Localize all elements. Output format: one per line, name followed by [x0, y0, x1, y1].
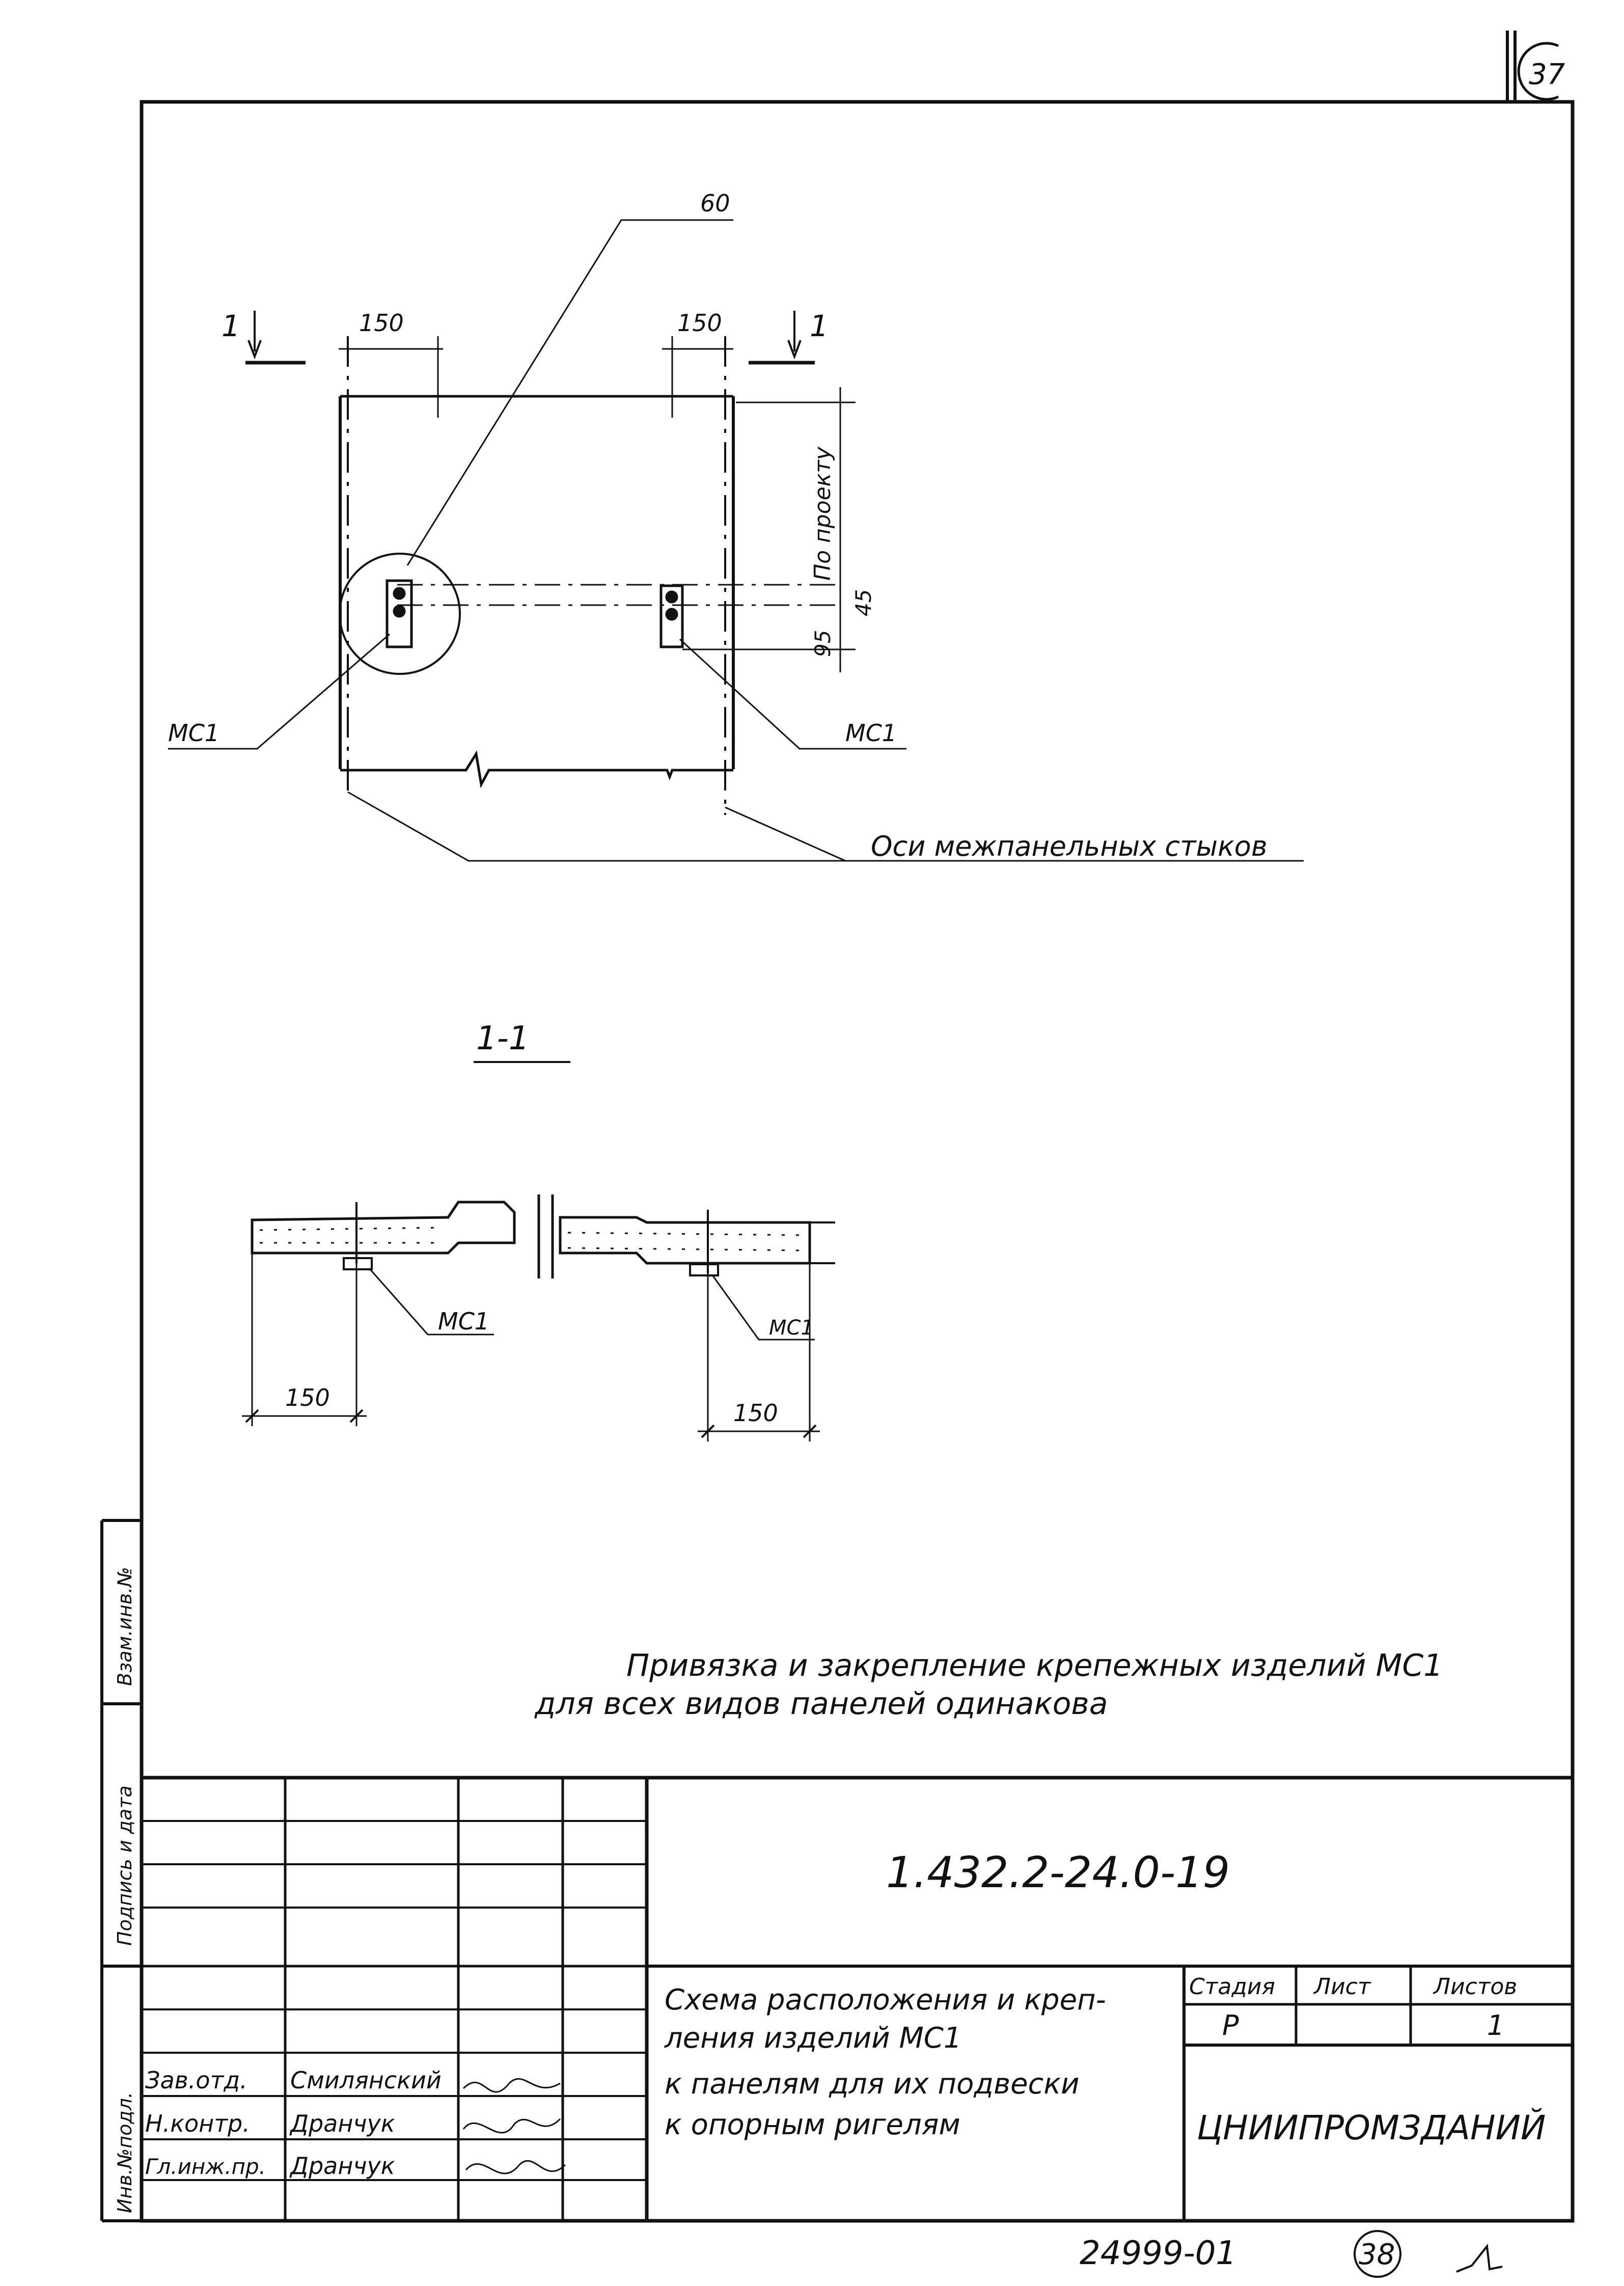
section-label-mc1-right: МС1 [769, 1316, 814, 1340]
plan-section-mark-left: 1 [222, 309, 240, 343]
signer-role-1: Зав.отд. [145, 2066, 247, 2094]
side-label-inv-no: Инв.№подл. [114, 2092, 136, 2213]
sheets-value: 1 [1487, 2009, 1504, 2042]
sheet-number-circle [1517, 42, 1559, 101]
plan-dim-95: 95 [810, 630, 835, 657]
stage-value: Р [1222, 2009, 1239, 2042]
side-label-sign-date: Подпись и дата [114, 1785, 136, 1946]
signer-role-2: Н.контр. [145, 2110, 250, 2137]
signer-name-3: Дранчук [289, 2152, 395, 2180]
plan-view [168, 219, 1304, 862]
drawing-frame [140, 100, 1575, 2223]
description-line-3: к панелям для их подвески [665, 2067, 1080, 2101]
plan-dim-45: 45 [851, 589, 876, 616]
section-dim-150-right: 150 [733, 1399, 778, 1427]
plan-label-mc1-right: МС1 [845, 719, 897, 747]
signatures [462, 2078, 566, 2174]
stage-header: Стадия [1189, 1974, 1275, 2000]
section-view [242, 1194, 835, 1441]
signer-name-1: Смилянский [290, 2066, 442, 2094]
corner-check-mark [1456, 2243, 1503, 2273]
section-title: 1-1 [476, 1020, 530, 1057]
sheet-number-top: 37 [1529, 58, 1565, 91]
side-label-replaces: Взам.инв.№ [114, 1567, 136, 1686]
organization-name: ЦНИИПРОМЗДАНИЙ [1197, 2108, 1546, 2147]
section-dim-150-left: 150 [285, 1384, 330, 1411]
plan-label-mc1-left: МС1 [168, 719, 219, 747]
page-number: 38 [1359, 2238, 1395, 2271]
page-number-circle [1354, 2230, 1401, 2278]
title-block [142, 1776, 1573, 2221]
description-line-4: к опорным ригелям [665, 2108, 960, 2141]
description-line-2: ления изделий МС1 [664, 2022, 962, 2055]
note-line-1: Привязка и закрепление крепежных изделий… [626, 1648, 1443, 1683]
note-line-2: для всех видов панелей одинакова [534, 1686, 1108, 1722]
sheets-header: Листов [1433, 1974, 1517, 2000]
plan-dim-150-right: 150 [677, 309, 722, 337]
description-line-1: Схема расположения и креп- [665, 1983, 1106, 2017]
plan-section-mark-right: 1 [810, 309, 829, 343]
doc-code: 1.432.2-24.0-19 [886, 1847, 1230, 1897]
plan-dim-by-project: По проекту [810, 446, 836, 581]
plan-label-axes: Оси межпанельных стыков [871, 830, 1268, 862]
plan-leader-60-label: 60 [700, 189, 730, 217]
plan-dim-150-left: 150 [359, 309, 404, 337]
archive-number: 24999-01 [1080, 2235, 1236, 2272]
sheet-number-bracket [1506, 31, 1517, 102]
side-strip [100, 1519, 142, 2222]
sheet-header: Лист [1313, 1974, 1371, 2000]
section-label-mc1-left: МС1 [438, 1308, 489, 1335]
signer-name-2: Дранчук [289, 2110, 395, 2137]
signer-role-3: Гл.инж.пр. [145, 2154, 266, 2179]
